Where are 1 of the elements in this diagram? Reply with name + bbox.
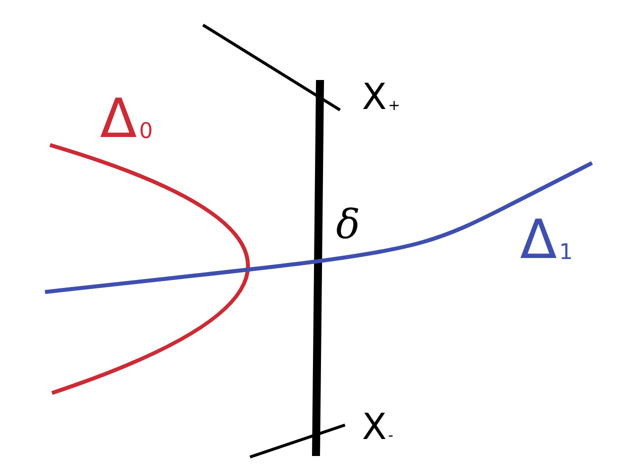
variable-label: δ — [336, 205, 360, 245]
